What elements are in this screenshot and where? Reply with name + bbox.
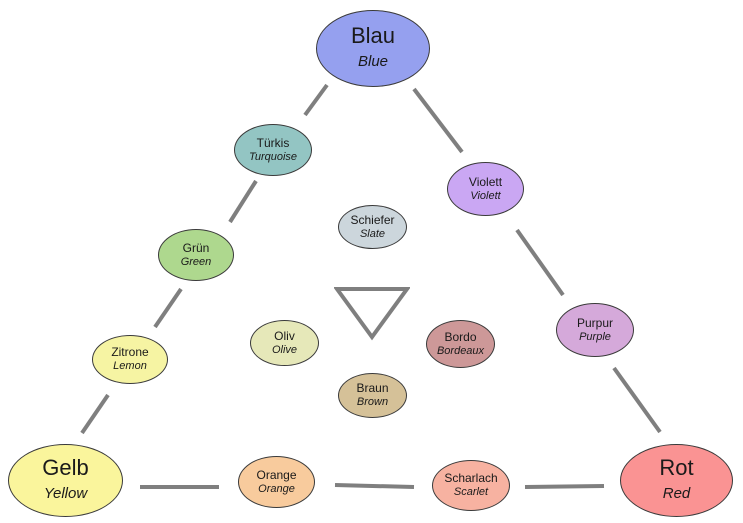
line-blau-violett <box>412 87 464 154</box>
node-rot: Rot Red <box>620 444 733 517</box>
line-scharlach-rot <box>524 484 605 489</box>
node-orange: Orange Orange <box>238 456 315 508</box>
node-rot-german-label: Rot <box>659 455 694 481</box>
node-purpur-english-label: Purple <box>579 330 611 343</box>
node-schiefer: Schiefer Slate <box>338 205 407 249</box>
line-orange-scharlach <box>334 483 415 489</box>
node-scharlach: Scharlach Scarlet <box>432 460 510 511</box>
node-tuerkis: Türkis Turquoise <box>234 124 312 176</box>
downward-triangle-icon <box>334 287 410 341</box>
node-bordo: Bordo Bordeaux <box>426 320 495 368</box>
node-bordo-german-label: Bordo <box>444 329 477 344</box>
node-gruen-german-label: Grün <box>182 240 210 255</box>
node-blau-german-label: Blau <box>350 23 396 49</box>
node-gelb-english-label: Yellow <box>43 484 88 502</box>
node-schiefer-english-label: Slate <box>359 227 386 240</box>
node-oliv: Oliv Olive <box>250 320 319 366</box>
node-tuerkis-german-label: Türkis <box>256 135 290 150</box>
node-gelb-german-label: Gelb <box>42 455 89 481</box>
node-blau: Blau Blue <box>316 10 430 87</box>
node-bordo-english-label: Bordeaux <box>436 344 485 357</box>
line-purpur-rot <box>612 366 662 434</box>
node-gruen-english-label: Green <box>180 255 212 268</box>
node-violett-english-label: Violett <box>470 189 501 202</box>
node-braun: Braun Brown <box>338 373 407 418</box>
node-gelb: Gelb Yellow <box>8 444 123 517</box>
node-zitrone-english-label: Lemon <box>113 360 147 373</box>
line-blau-tuerkis <box>303 83 329 117</box>
node-orange-german-label: Orange <box>256 467 297 482</box>
line-violett-purpur <box>515 228 565 297</box>
node-tuerkis-english-label: Turquoise <box>248 150 298 163</box>
node-schiefer-german-label: Schiefer <box>350 212 395 227</box>
node-purpur-german-label: Purpur <box>576 315 614 330</box>
node-oliv-german-label: Oliv <box>274 328 295 343</box>
node-scharlach-german-label: Scharlach <box>444 471 498 486</box>
node-blau-english-label: Blue <box>357 52 389 70</box>
node-rot-english-label: Red <box>662 484 691 502</box>
line-tuerkis-gruen <box>228 179 258 224</box>
node-scharlach-english-label: Scarlet <box>453 486 489 499</box>
node-violett-german-label: Violett <box>468 174 503 189</box>
node-braun-german-label: Braun <box>356 381 389 396</box>
line-zitrone-gelb <box>80 393 110 435</box>
node-oliv-english-label: Olive <box>271 343 298 356</box>
line-gruen-zitrone <box>153 287 183 329</box>
node-zitrone-german-label: Zitrone <box>111 345 149 360</box>
node-gruen: Grün Green <box>158 229 234 281</box>
node-zitrone: Zitrone Lemon <box>92 335 168 384</box>
node-braun-english-label: Brown <box>356 396 389 409</box>
node-purpur: Purpur Purple <box>556 303 634 357</box>
node-orange-english-label: Orange <box>258 482 295 495</box>
node-violett: Violett Violett <box>447 162 524 216</box>
